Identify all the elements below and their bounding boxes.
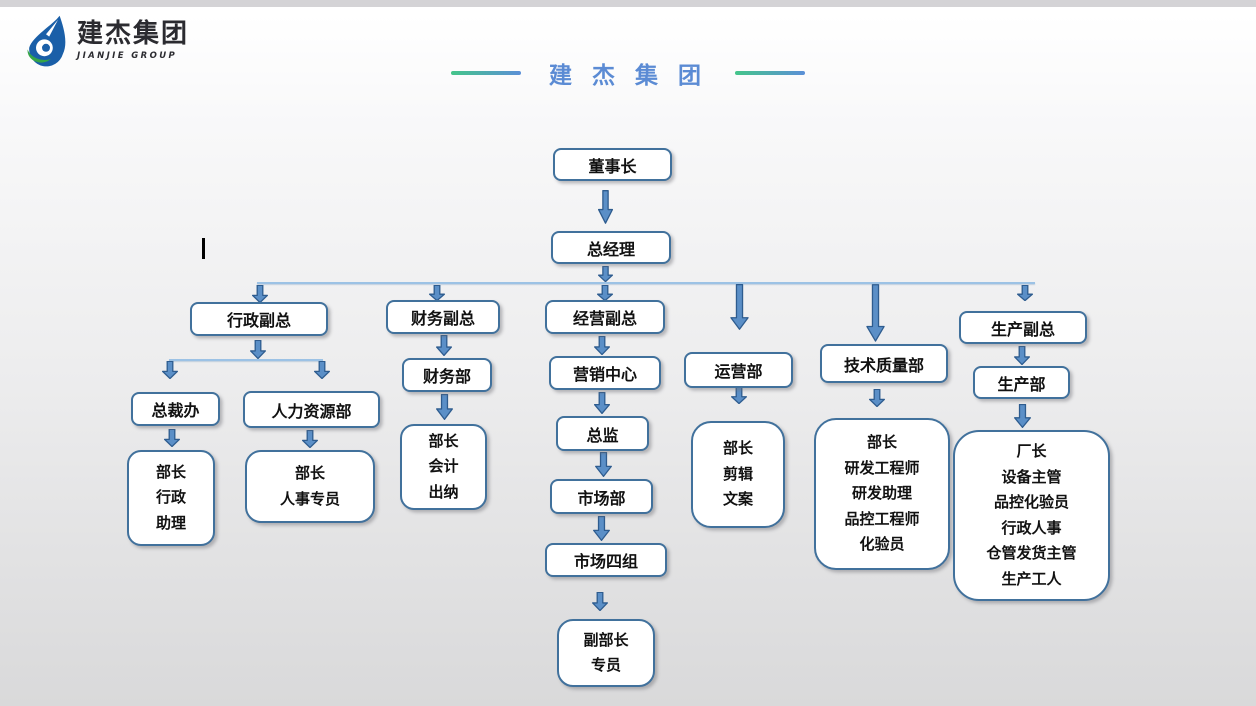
down-arrow-icon bbox=[252, 285, 268, 303]
down-arrow-icon bbox=[250, 340, 266, 359]
down-arrow-icon bbox=[302, 430, 318, 448]
org-node-director[interactable]: 总监 bbox=[556, 416, 649, 451]
company-logo: 建杰集团 JIANJIE GROUP bbox=[22, 10, 189, 72]
down-arrow-icon bbox=[1014, 346, 1030, 365]
org-node-marketing-center[interactable]: 营销中心 bbox=[549, 356, 661, 390]
down-arrow-icon bbox=[869, 389, 885, 407]
org-node-finance-staff[interactable]: 部长 会计 出纳 bbox=[400, 424, 487, 510]
org-node-hr-staff[interactable]: 部长 人事专员 bbox=[245, 450, 375, 523]
down-arrow-icon bbox=[164, 429, 180, 447]
org-node-tech-quality-dept[interactable]: 技术质量部 bbox=[820, 344, 948, 383]
org-node-operations-staff[interactable]: 部长 剪辑 文案 bbox=[691, 421, 785, 528]
org-node-chairman[interactable]: 董事长 bbox=[553, 148, 672, 181]
top-edge-strip bbox=[0, 0, 1256, 7]
title-accent-line-right bbox=[735, 71, 806, 75]
org-node-deputy-chief-specialist[interactable]: 副部长 专员 bbox=[557, 619, 655, 687]
down-arrow-icon bbox=[598, 190, 613, 224]
down-arrow-icon bbox=[1014, 404, 1031, 428]
org-node-general-manager[interactable]: 总经理 bbox=[551, 231, 671, 264]
down-arrow-icon bbox=[731, 387, 747, 404]
down-arrow-icon bbox=[730, 284, 749, 330]
logo-drop-icon bbox=[22, 10, 70, 72]
down-arrow-icon bbox=[162, 361, 178, 379]
org-node-operations-dept[interactable]: 运营部 bbox=[684, 352, 793, 388]
down-arrow-icon bbox=[594, 336, 610, 355]
org-node-market-group4[interactable]: 市场四组 bbox=[545, 543, 667, 577]
down-arrow-icon bbox=[314, 361, 330, 379]
org-node-market-dept[interactable]: 市场部 bbox=[550, 479, 653, 514]
text-cursor bbox=[202, 238, 205, 259]
down-arrow-icon bbox=[595, 452, 612, 477]
title-accent-line-left bbox=[450, 71, 521, 75]
connector-line-main bbox=[257, 282, 1035, 284]
org-node-production-vp[interactable]: 生产副总 bbox=[959, 311, 1087, 344]
down-arrow-icon bbox=[597, 285, 613, 301]
down-arrow-icon bbox=[592, 592, 608, 611]
org-node-tech-quality-staff[interactable]: 部长 研发工程师 研发助理 品控工程师 化验员 bbox=[814, 418, 950, 570]
org-node-production-staff[interactable]: 厂长 设备主管 品控化验员 行政人事 仓管发货主管 生产工人 bbox=[953, 430, 1110, 601]
down-arrow-icon bbox=[436, 394, 453, 420]
connector-line-admin-split bbox=[169, 359, 323, 361]
org-node-president-office-staff[interactable]: 部长 行政 助理 bbox=[127, 450, 215, 546]
down-arrow-icon bbox=[866, 284, 885, 342]
down-arrow-icon bbox=[436, 335, 452, 356]
org-node-business-vp[interactable]: 经营副总 bbox=[545, 300, 665, 334]
slide-header: 建 杰 集 团 bbox=[440, 56, 816, 90]
down-arrow-icon bbox=[429, 285, 445, 301]
org-node-finance-vp[interactable]: 财务副总 bbox=[386, 300, 500, 334]
down-arrow-icon bbox=[1017, 285, 1033, 301]
down-arrow-icon bbox=[594, 392, 610, 414]
down-arrow-icon bbox=[598, 266, 613, 282]
logo-company-name-en: JIANJIE GROUP bbox=[77, 50, 178, 61]
org-node-production-dept[interactable]: 生产部 bbox=[973, 366, 1070, 399]
org-node-admin-vp[interactable]: 行政副总 bbox=[190, 302, 328, 336]
org-node-finance-dept[interactable]: 财务部 bbox=[402, 358, 492, 392]
org-node-hr-dept[interactable]: 人力资源部 bbox=[243, 391, 380, 428]
down-arrow-icon bbox=[593, 516, 610, 541]
logo-company-name: 建杰集团 bbox=[77, 19, 190, 50]
org-node-president-office[interactable]: 总裁办 bbox=[131, 392, 220, 426]
page-title: 建 杰 集 团 bbox=[548, 63, 708, 89]
